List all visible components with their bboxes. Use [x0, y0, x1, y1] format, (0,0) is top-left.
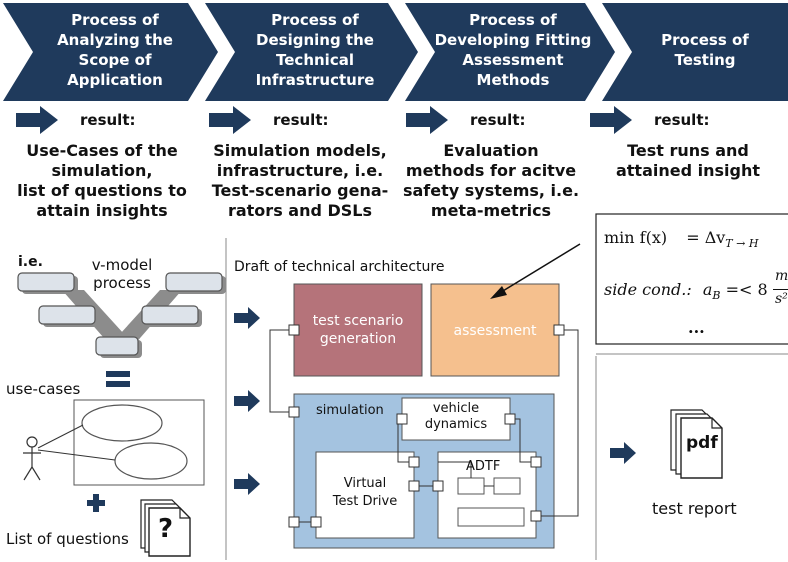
result-text-1: Use-Cases of the simulation, list of que…	[17, 141, 187, 220]
test-scenario-label: test scenario generation	[312, 313, 404, 347]
virtual-test-drive-box	[315, 451, 415, 539]
question-mark: ?	[158, 514, 174, 544]
adtf-block-3	[457, 507, 525, 527]
formula-box	[595, 213, 788, 345]
plus-icon	[87, 494, 105, 512]
result-arrows	[16, 106, 632, 134]
v-model-diagram	[17, 272, 226, 358]
question-document-icon	[140, 499, 191, 557]
v-model-label: v-model process	[91, 256, 153, 292]
use-cases-label: use-cases	[6, 380, 81, 398]
phase-3-title: Process of Developing Fitting Assessment…	[434, 11, 592, 89]
arch-arrow-2-icon	[234, 390, 260, 412]
use-case-diagram	[23, 399, 205, 486]
questions-label: List of questions	[6, 530, 129, 548]
vehicle-dynamics-label: vehicle dynamics	[424, 401, 488, 432]
chevron-testing	[602, 3, 788, 101]
formula-fraction-numerator: m	[775, 268, 788, 284]
chevron-designing	[205, 3, 418, 101]
phase-4-title: Process of Testing	[661, 31, 749, 69]
adtf-label: ADTF	[466, 459, 501, 474]
adtf-block-2	[493, 477, 521, 495]
formula-ellipsis: ...	[688, 318, 705, 337]
assessment-label: assessment	[453, 323, 537, 339]
formula-pointer-head-icon	[490, 286, 507, 299]
equals-icon	[106, 371, 130, 387]
result-arrow-4-icon	[590, 106, 632, 134]
ports	[288, 324, 565, 528]
result-text-3: Evaluation methods for acitve safety sys…	[402, 141, 580, 220]
pdf-label: pdf	[686, 433, 718, 453]
result-arrow-3-icon	[406, 106, 448, 134]
vehicle-dynamics-box	[401, 397, 511, 441]
test-scenario-box	[293, 283, 423, 377]
result-arrow-2-icon	[209, 106, 251, 134]
simulation-label: simulation	[316, 403, 384, 418]
ie-label: i.e.	[18, 254, 43, 270]
result-label-2: result:	[273, 111, 329, 129]
assessment-box	[430, 283, 560, 377]
formula-pointer	[497, 243, 581, 295]
architecture-title: Draft of technical architecture	[234, 259, 445, 275]
formula-line-2: side cond.: aB =< 8	[604, 280, 768, 303]
result-label-4: result:	[654, 111, 710, 129]
formula-fraction-denominator: s²	[775, 291, 788, 307]
adtf-block-1	[457, 477, 485, 495]
report-arrow-icon	[610, 442, 636, 464]
pdf-document-icon	[670, 409, 723, 479]
arch-arrow-3-icon	[234, 473, 260, 495]
formula-fraction-bar	[773, 289, 788, 290]
process-banner	[3, 3, 788, 101]
chevron-developing	[405, 3, 615, 101]
chevron-analyzing	[3, 3, 218, 101]
result-text-4: Test runs and attained insight	[615, 141, 760, 180]
phase-1-title: Process of Analyzing the Scope of Applic…	[57, 11, 173, 89]
result-text-2: Simulation models, infrastructure, i.e. …	[211, 141, 389, 220]
result-arrow-1-icon	[16, 106, 58, 134]
result-label-3: result:	[470, 111, 526, 129]
test-report-label: test report	[652, 499, 737, 518]
arch-arrow-1-icon	[234, 307, 260, 329]
result-label-1: result:	[80, 111, 136, 129]
virtual-test-drive-label: Virtual Test Drive	[332, 476, 398, 509]
phase-2-title: Process of Designing the Technical Infra…	[255, 11, 375, 89]
formula-line-1: min f(x) = ΔvT → H	[604, 228, 759, 251]
